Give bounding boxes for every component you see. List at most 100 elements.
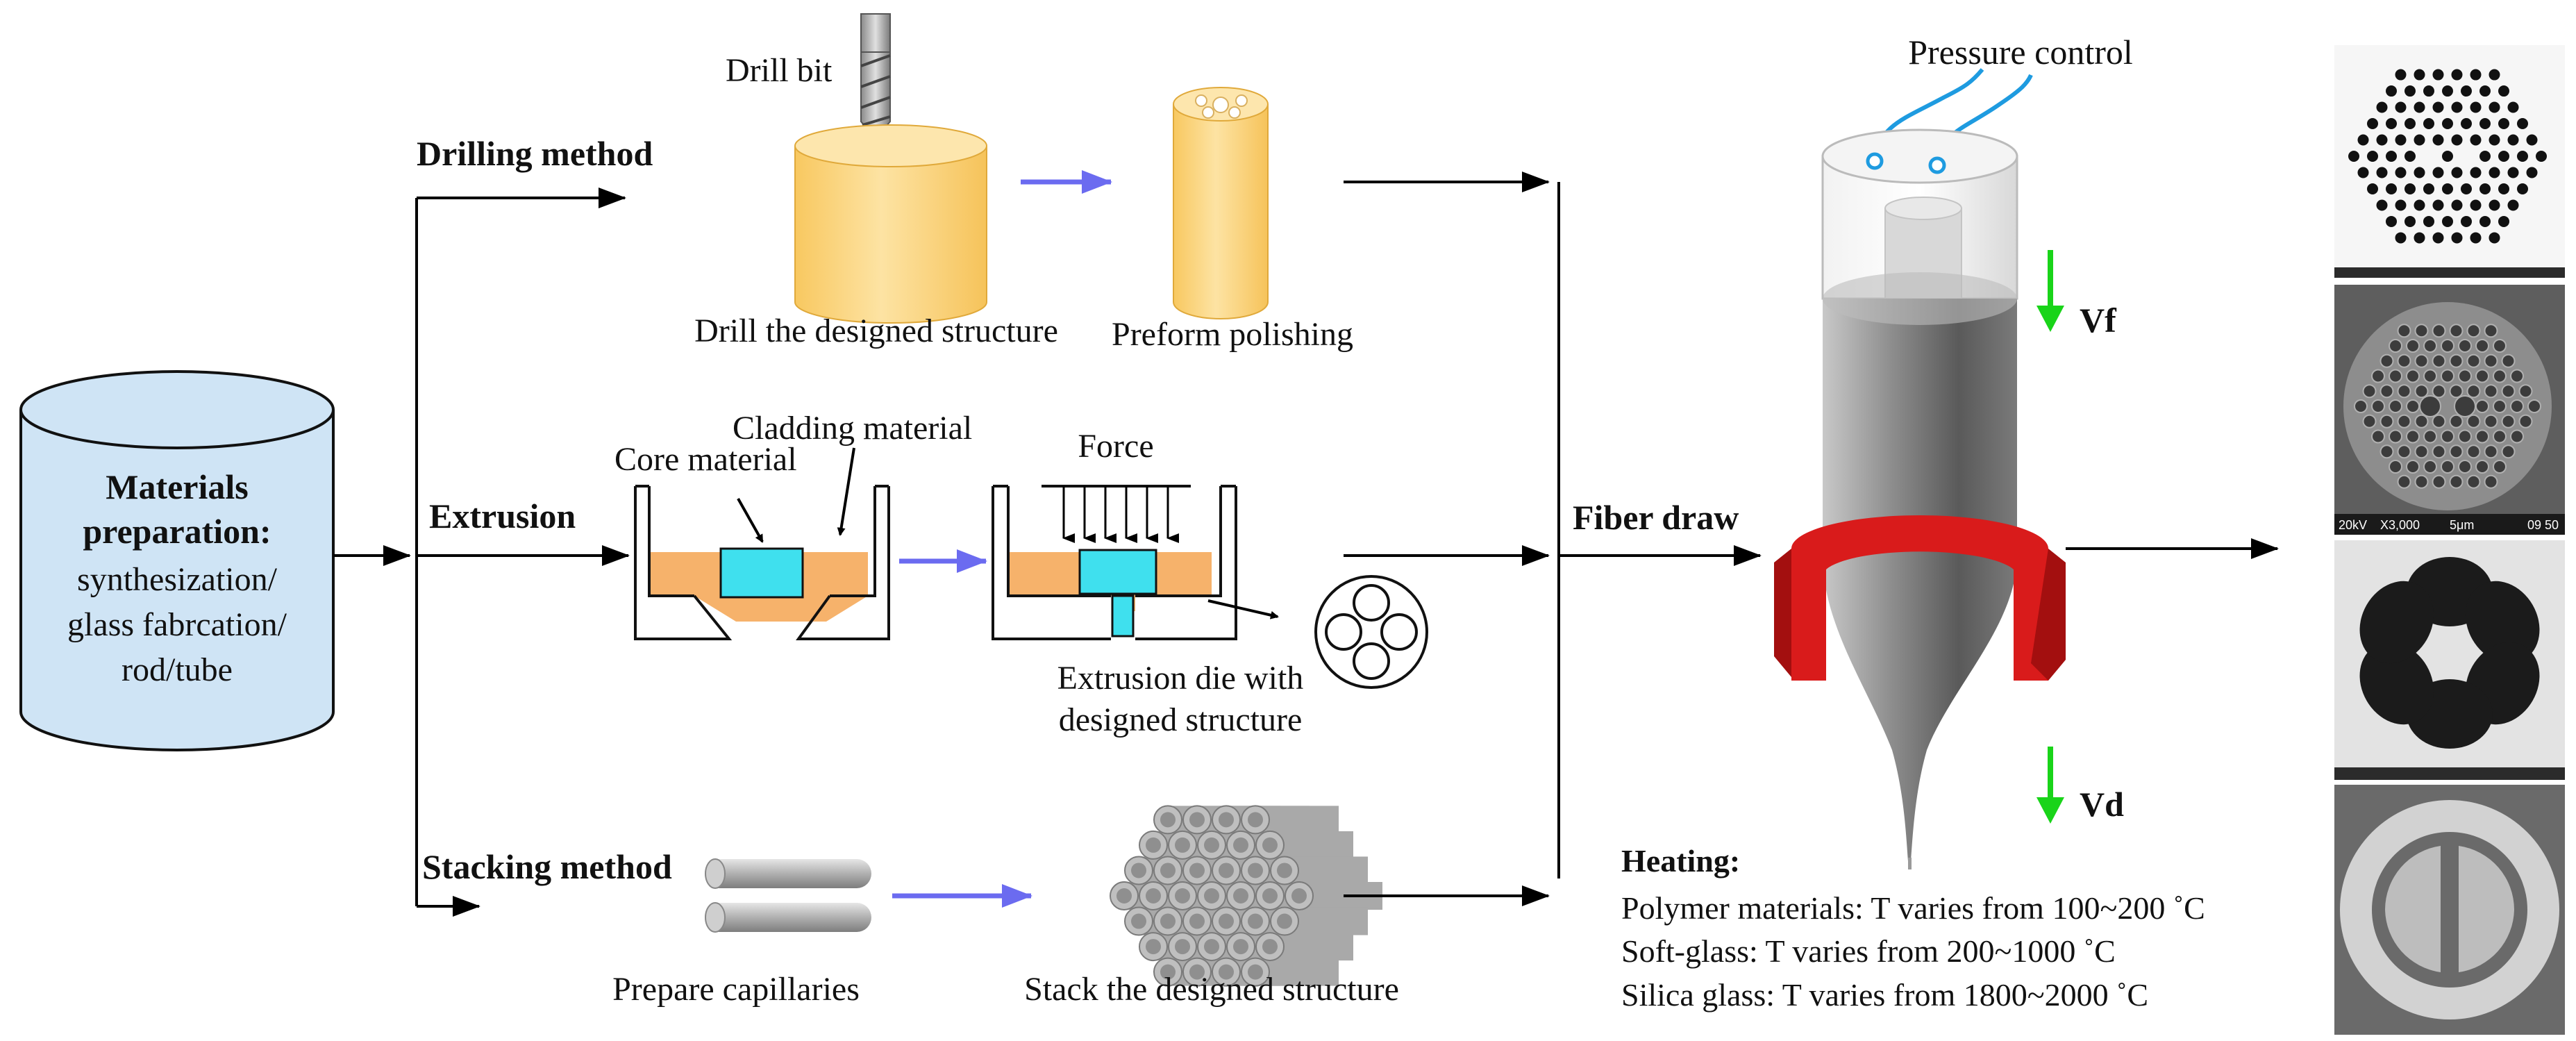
sem1-hole [2367, 118, 2378, 130]
sem1-hole [2498, 215, 2509, 227]
sem2-hole [2397, 384, 2411, 399]
sem1-hole [2386, 118, 2397, 130]
capillary-bore [1219, 913, 1234, 929]
sem1-hole [2517, 151, 2528, 162]
sem2-hole [2397, 414, 2411, 428]
sem2-hole [2493, 429, 2507, 444]
sem1-hole [2479, 118, 2491, 130]
capillary-bore [1131, 863, 1146, 878]
sem1-hole [2451, 232, 2463, 244]
sem2-hole [2354, 399, 2368, 413]
sem2-hole [2389, 339, 2402, 353]
sem2-hole [2518, 384, 2533, 399]
sem3-lobe [2359, 642, 2434, 725]
sem1-hole [2386, 215, 2397, 227]
sem1-hole [2395, 101, 2407, 113]
sem2-hole [2423, 460, 2437, 474]
sem2-hole [2380, 414, 2394, 428]
capillary-bore [1189, 913, 1205, 929]
core-pointer-arrow [737, 498, 764, 543]
vf-label: Vf [2080, 301, 2117, 340]
sem2-hole-pattern [2354, 324, 2541, 489]
sem2-hole [2501, 414, 2516, 428]
sem2-hole [2414, 353, 2429, 368]
core-material-label: Core material [614, 441, 797, 478]
sem1-hole [2498, 151, 2509, 162]
sem1-hole [2386, 85, 2397, 97]
sem1-hole [2376, 101, 2388, 113]
sem2-hole [2397, 324, 2411, 338]
die-label-line2: designed structure [1059, 701, 1303, 738]
capillary-bore [1204, 888, 1219, 903]
heating-line1: Polymer materials: T varies from 100~200… [1621, 890, 2205, 926]
sem2-hole [2501, 444, 2516, 459]
branch-connectors [333, 188, 630, 917]
polished-preform-icon [1173, 87, 1269, 319]
method-stacking: Stacking method [422, 847, 672, 886]
sem1-hole [2404, 151, 2416, 162]
cladding-pointer-arrow [837, 447, 855, 536]
sem2-hole [2510, 399, 2524, 413]
die-pointer-arrow [1207, 599, 1279, 619]
sem1-hole [2414, 232, 2425, 244]
sem-scale: 5μm [2450, 518, 2474, 532]
sem1-hole [2461, 183, 2472, 194]
sem2-hole [2441, 369, 2454, 383]
extrusion-container-2 [992, 485, 1237, 640]
drill-bit-label: Drill bit [726, 52, 833, 89]
sem1-hole [2423, 183, 2434, 194]
sem1-hole [2489, 199, 2500, 211]
sem1-hole [2526, 134, 2538, 146]
sem2-hole [2406, 460, 2420, 474]
sem-magnification: X3,000 [2380, 518, 2420, 532]
sem1-hole [2461, 215, 2472, 227]
sem1-hole [2395, 134, 2407, 146]
sem1-hole [2470, 69, 2482, 81]
sem2-hole [2389, 429, 2402, 444]
materials-line5: rod/tube [122, 651, 233, 688]
capillary-bore [1219, 863, 1234, 878]
sem1-hole [2414, 69, 2425, 81]
capillary-bore [1262, 837, 1278, 853]
sem2-hole [2414, 414, 2429, 428]
sem2-hole [2458, 339, 2472, 353]
sem1-hole [2432, 167, 2444, 178]
capillary-bore [1277, 913, 1292, 929]
sem1-hole [2357, 167, 2369, 178]
capillary-bore [1175, 837, 1190, 853]
capillary-bore [1146, 837, 1161, 853]
sem1-hole [2432, 232, 2444, 244]
sem1-hole [2404, 118, 2416, 130]
materials-title-line2: preparation: [83, 512, 271, 551]
sem1-hole [2395, 232, 2407, 244]
sem2-hole [2432, 474, 2446, 489]
sem1-hole [2470, 232, 2482, 244]
sem1-hole [2395, 167, 2407, 178]
sem2-hole [2423, 369, 2437, 383]
sem1-hole [2404, 85, 2416, 97]
sem1-hole [2507, 167, 2519, 178]
sem2-hole [2527, 399, 2541, 413]
capillary-bore [1146, 939, 1161, 955]
capillary-bore [1248, 812, 1263, 828]
sem2-hole [2432, 324, 2446, 338]
heating-line2: Soft-glass: T varies from 200~1000 ˚C [1621, 933, 2116, 969]
sem2-hole [2397, 353, 2411, 368]
sem2-hole [2414, 384, 2429, 399]
sem1-hole [2414, 134, 2425, 146]
capillary-bore [1146, 888, 1161, 903]
sem1-hole [2479, 85, 2491, 97]
sem-image-1 [2334, 45, 2565, 278]
sem2-hole [2475, 369, 2489, 383]
sem2-hole [2501, 384, 2516, 399]
sem2-hole [2449, 474, 2464, 489]
sem-image-2: 20kV X3,000 5μm 09 50 [2334, 285, 2565, 535]
sem1-hole [2507, 199, 2519, 211]
capillary-bore [1189, 812, 1205, 828]
sem2-hole [2510, 429, 2524, 444]
sem1-hole [2489, 69, 2500, 81]
sem2-hole [2419, 395, 2441, 417]
capillary-bore [1116, 888, 1132, 903]
sem1-hole [2470, 101, 2482, 113]
